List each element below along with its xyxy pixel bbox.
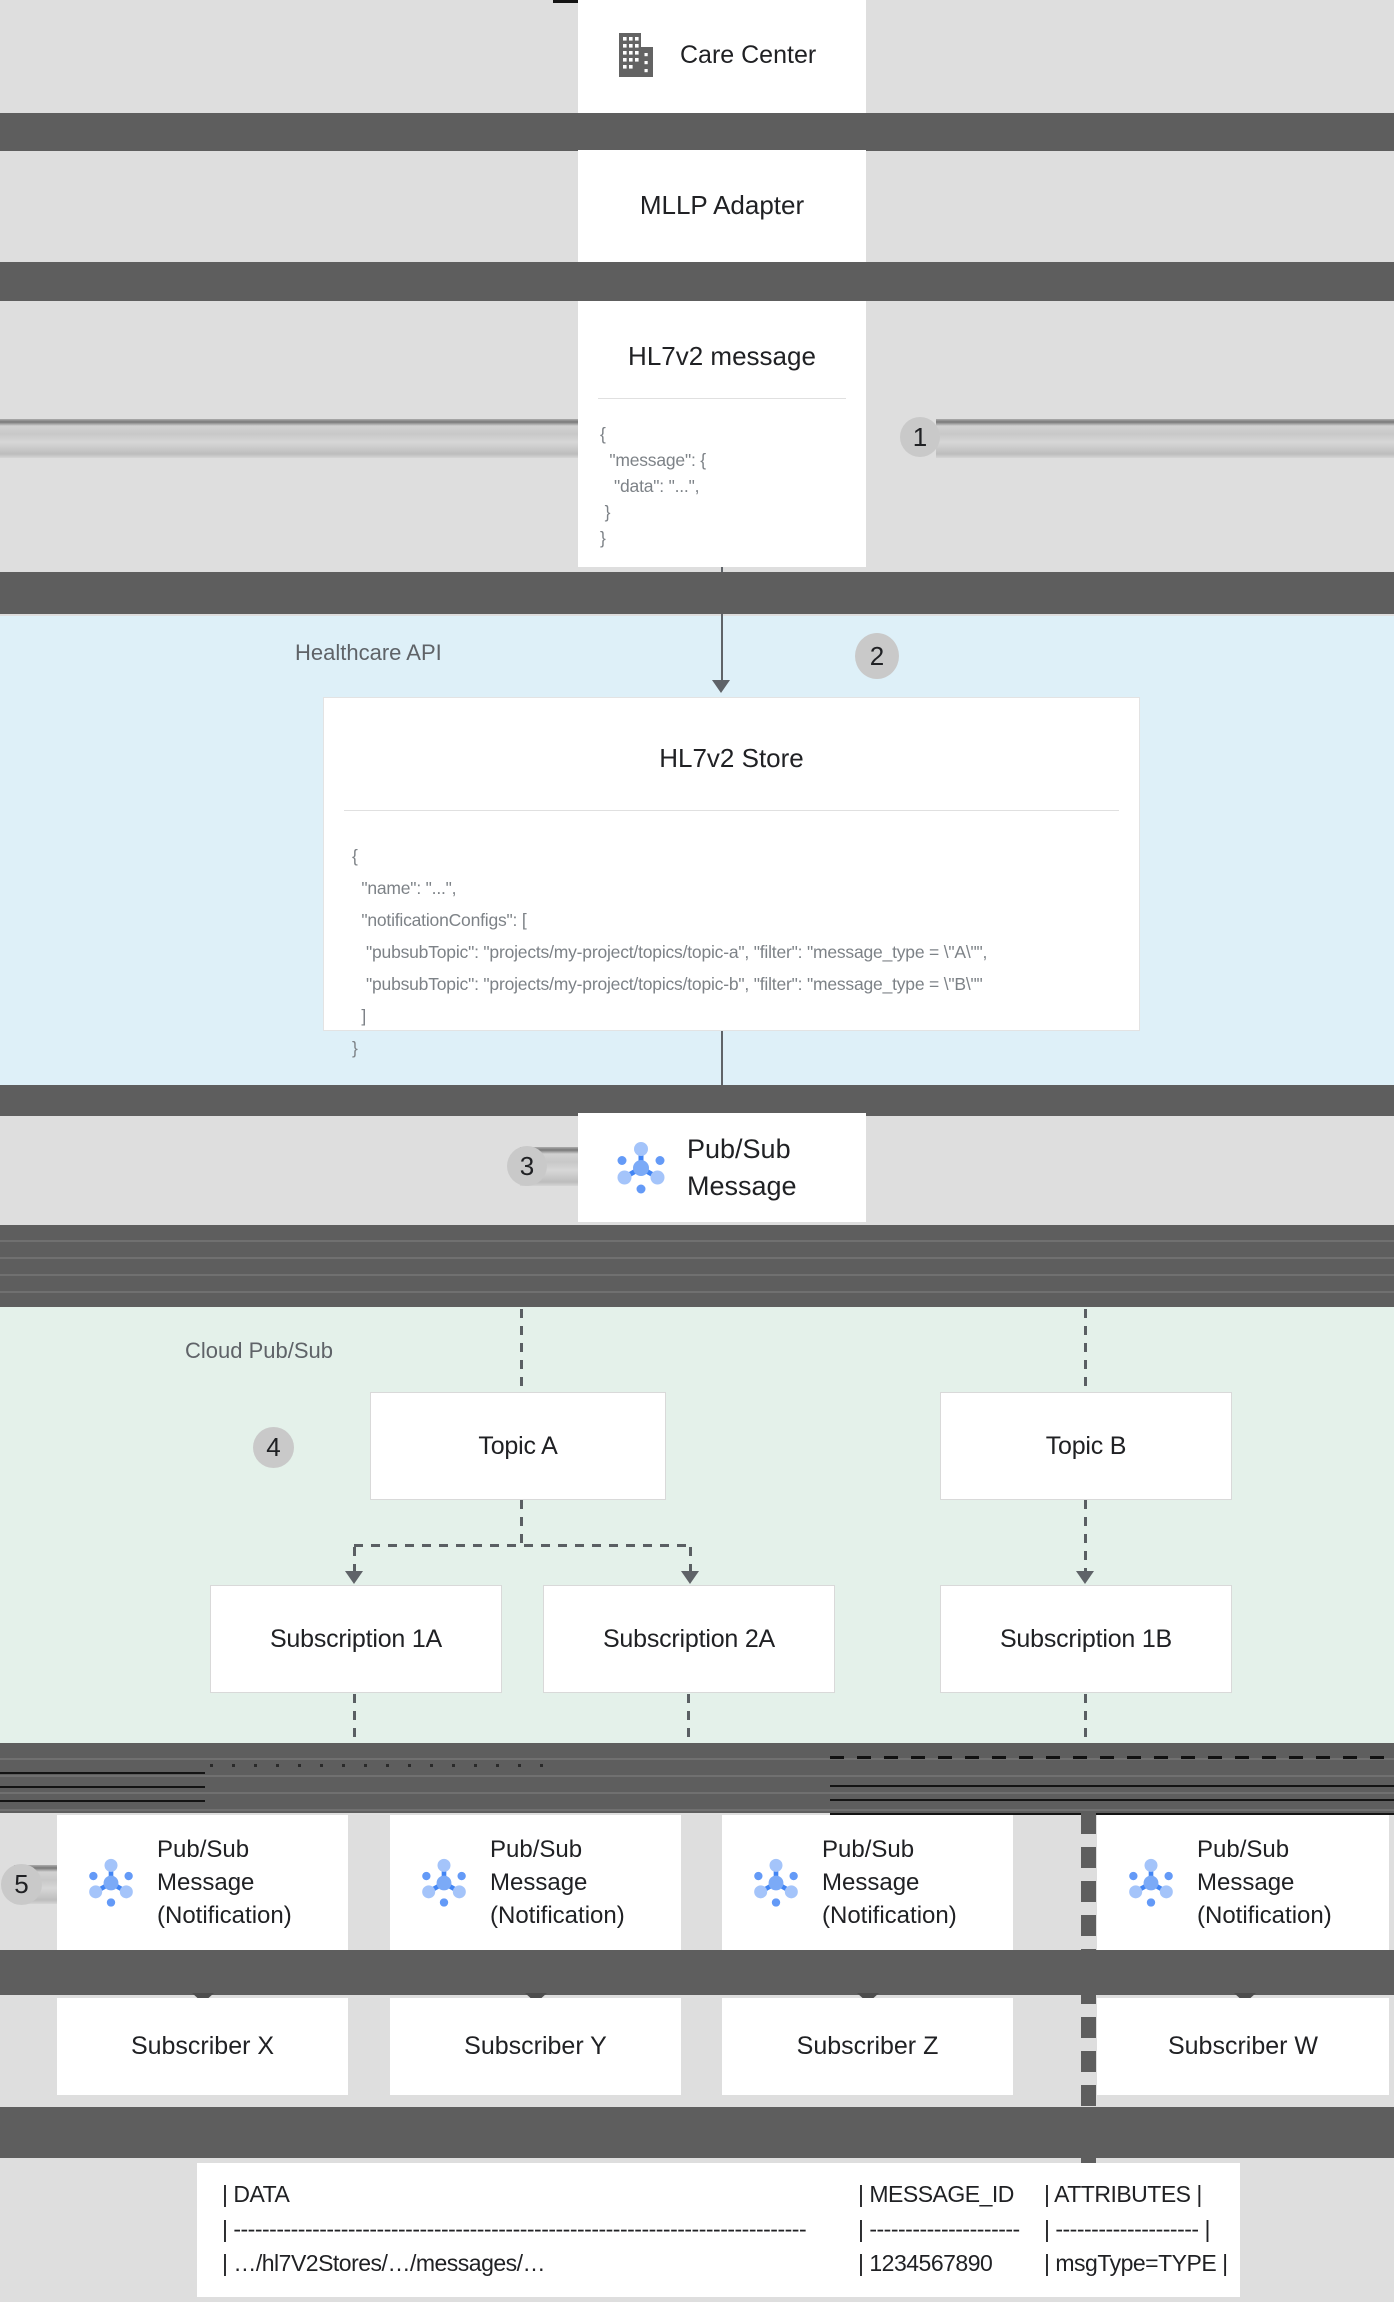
node-topic-a: Topic A	[370, 1392, 666, 1500]
table-cell-message-id: | 1234567890	[858, 2250, 993, 2276]
node-notification-4: Pub/Sub Message (Notification)	[1097, 1815, 1389, 1950]
pipe-left	[0, 419, 578, 458]
node-subscriber-z: Subscriber Z	[722, 1998, 1013, 2095]
node-subscriber-w: Subscriber W	[1097, 1998, 1389, 2095]
table-cell-attributes: | msgType=TYPE |	[1044, 2250, 1228, 2276]
node-pubsub-message: Pub/Sub Message	[578, 1113, 866, 1222]
band-6	[0, 1743, 1394, 1813]
step-badge-2: 2	[855, 633, 899, 679]
table-cell-data: | …/hl7V2Stores/…/messages/…	[222, 2250, 546, 2276]
node-mllp-adapter: MLLP Adapter	[578, 150, 866, 261]
dash-below-sub-2a	[687, 1694, 690, 1743]
line-store-down	[721, 1031, 723, 1085]
node-label: Subscriber Y	[464, 2032, 607, 2060]
pubsub-icon	[85, 1857, 137, 1909]
dash-topic-a-down	[520, 1500, 523, 1545]
node-notification-3: Pub/Sub Message (Notification)	[722, 1815, 1013, 1950]
step-badge-3: 3	[507, 1146, 547, 1186]
pipe-right	[936, 419, 1394, 458]
node-subscription-1b: Subscription 1B	[940, 1585, 1232, 1693]
glitch-dots	[210, 1764, 560, 1767]
table-divider: | ---------------------	[858, 2216, 1020, 2242]
dash-below-sub-1b	[1084, 1694, 1087, 1743]
node-care-center: Care Center	[578, 0, 866, 110]
node-subscriber-x: Subscriber X	[57, 1998, 348, 2095]
dash-to-sub-1a	[353, 1547, 356, 1572]
section-label-healthcare-api: Healthcare API	[295, 640, 442, 665]
dash-to-topic-b	[1084, 1309, 1087, 1392]
node-notification-2: Pub/Sub Message (Notification)	[390, 1815, 681, 1950]
node-label: Pub/Sub Message (Notification)	[1197, 1836, 1332, 1929]
table-divider: | --------------------------------------…	[222, 2216, 807, 2242]
glitch-line	[0, 1800, 205, 1802]
table-header-row: | DATA | MESSAGE_ID | ATTRIBUTES |	[222, 2181, 1276, 2208]
code-block: { "message": { "data": "...", } }	[600, 424, 706, 548]
step-badge-4: 4	[253, 1427, 294, 1468]
dash-to-topic-a	[520, 1309, 523, 1392]
node-label: Subscriber Z	[796, 2032, 939, 2060]
message-table: | DATA | MESSAGE_ID | ATTRIBUTES | | ---…	[197, 2163, 1240, 2297]
node-title: HL7v2 Store	[659, 743, 804, 773]
node-topic-b: Topic B	[940, 1392, 1232, 1500]
divider	[598, 398, 846, 399]
band-3	[0, 572, 1394, 614]
node-hl7v2-store: HL7v2 Store { "name": "...", "notificati…	[323, 697, 1140, 1058]
glitch-line	[0, 1772, 205, 1774]
band-7	[0, 1950, 1394, 1995]
step-badge-5: 5	[1, 1864, 42, 1905]
band-8	[0, 2107, 1394, 2158]
node-hl7v2-message: HL7v2 message { "message": { "data": "..…	[578, 303, 866, 567]
glitch-line	[830, 1785, 1394, 1787]
band-1	[0, 113, 1394, 151]
arrowhead-msg-to-store	[712, 680, 730, 693]
pubsub-icon	[418, 1857, 470, 1909]
node-subscription-1a: Subscription 1A	[210, 1585, 502, 1693]
node-label: Pub/Sub Message (Notification)	[490, 1836, 625, 1929]
dash-to-sub-2a	[689, 1547, 692, 1572]
dash-topic-a-split	[354, 1544, 692, 1547]
table-divider: | -------------------- |	[1044, 2216, 1210, 2242]
step-badge-1: 1	[900, 417, 940, 457]
arrow-msg-to-store	[721, 567, 723, 681]
glitch-dashes	[830, 1756, 1394, 1759]
node-title: HL7v2 message	[628, 341, 816, 371]
table-header-attributes: | ATTRIBUTES |	[1044, 2181, 1202, 2207]
divider	[344, 810, 1119, 811]
section-label-cloud-pubsub: Cloud Pub/Sub	[185, 1338, 333, 1363]
dash-below-sub-1a	[353, 1694, 356, 1743]
pubsub-icon	[613, 1140, 669, 1196]
band-2	[0, 262, 1394, 301]
node-notification-1: Pub/Sub Message (Notification)	[57, 1815, 348, 1950]
node-subscription-2a: Subscription 2A	[543, 1585, 835, 1693]
dash-to-sub-1b	[1084, 1500, 1087, 1572]
node-label: Care Center	[680, 40, 817, 69]
node-label: Pub/Sub Message (Notification)	[822, 1836, 957, 1929]
node-label: Subscriber X	[130, 2032, 275, 2060]
thick-dashed-line	[1081, 1813, 1096, 2165]
glitch-line	[830, 1813, 1394, 1815]
arrowhead-sub-1a	[345, 1571, 363, 1584]
table-header-message-id: | MESSAGE_ID	[858, 2181, 1014, 2207]
glitch-line	[0, 1786, 205, 1788]
node-label: Pub/Sub Message	[687, 1133, 797, 1201]
glitch-line	[830, 1799, 1394, 1801]
table-data-row: | …/hl7V2Stores/…/messages/… | 123456789…	[222, 2250, 1276, 2277]
pubsub-icon	[1125, 1857, 1177, 1909]
table-header-data: | DATA	[222, 2181, 290, 2207]
arrowhead-sub-2a	[681, 1571, 699, 1584]
node-label: MLLP Adapter	[639, 190, 805, 220]
code-block: { "name": "...", "notificationConfigs": …	[352, 846, 988, 1058]
band-5	[0, 1225, 1394, 1307]
table-divider-row: | --------------------------------------…	[222, 2216, 1276, 2243]
node-label: Pub/Sub Message (Notification)	[157, 1836, 292, 1929]
pubsub-icon	[750, 1857, 802, 1909]
node-label: Subscriber W	[1167, 2032, 1319, 2060]
node-subscriber-y: Subscriber Y	[390, 1998, 681, 2095]
building-icon	[616, 32, 654, 78]
arrowhead-sub-1b	[1076, 1571, 1094, 1584]
band-4	[0, 1085, 1394, 1116]
